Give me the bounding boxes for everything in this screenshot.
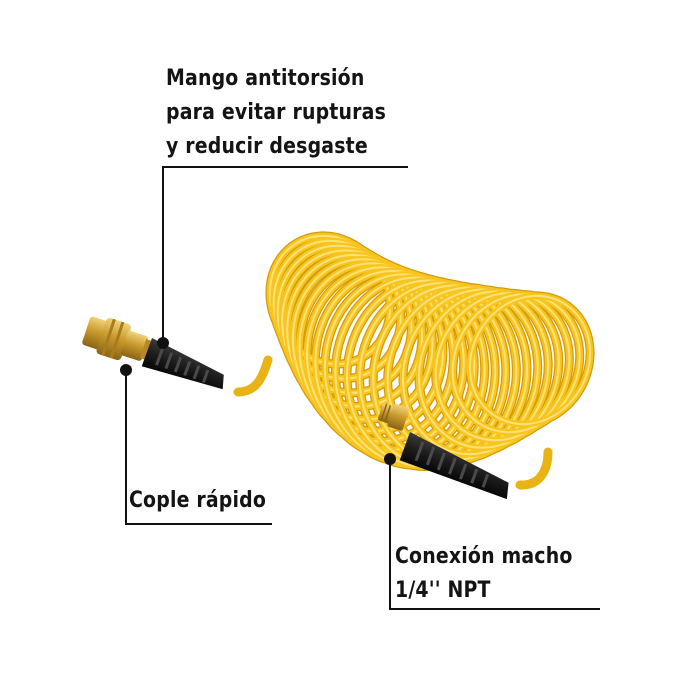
leader-dot-male [384,453,396,465]
leader-dot-handle [157,337,169,349]
leader-line-male [389,459,600,610]
antitwist-handle [141,338,224,390]
callout-antitwist-handle: Mango antitorsión para evitar rupturas y… [166,62,386,164]
hose-coil-front [266,232,594,470]
hose-loop-highlight [451,293,581,434]
callout-quick-coupler-line-1: Cople rápido [129,488,267,513]
leader-line-handle [162,166,408,343]
hose-lead-right [515,447,553,490]
quick-coupler-fitting [82,316,156,362]
callout-male-connection-line-2: 1/4'' NPT [395,578,491,603]
leader-dot-coupler [120,364,132,376]
callout-male-connection: Conexión macho 1/4'' NPT [395,540,573,608]
callout-male-connection-line-1: Conexión macho [395,544,573,569]
leader-line-coupler [125,370,272,525]
callout-antitwist-handle-line-1: Mango antitorsión [166,66,365,91]
male-npt-fitting [378,403,410,431]
hose-lead-left [233,355,273,397]
hose-loop-highlight [306,266,465,452]
right-handle [399,432,509,500]
callout-antitwist-handle-line-2: para evitar rupturas [166,100,387,125]
callout-quick-coupler: Cople rápido [129,484,266,518]
leader-lines [125,166,600,610]
callout-antitwist-handle-line-3: y reducir desgaste [166,134,368,159]
hose-loop-highlight [468,294,592,426]
